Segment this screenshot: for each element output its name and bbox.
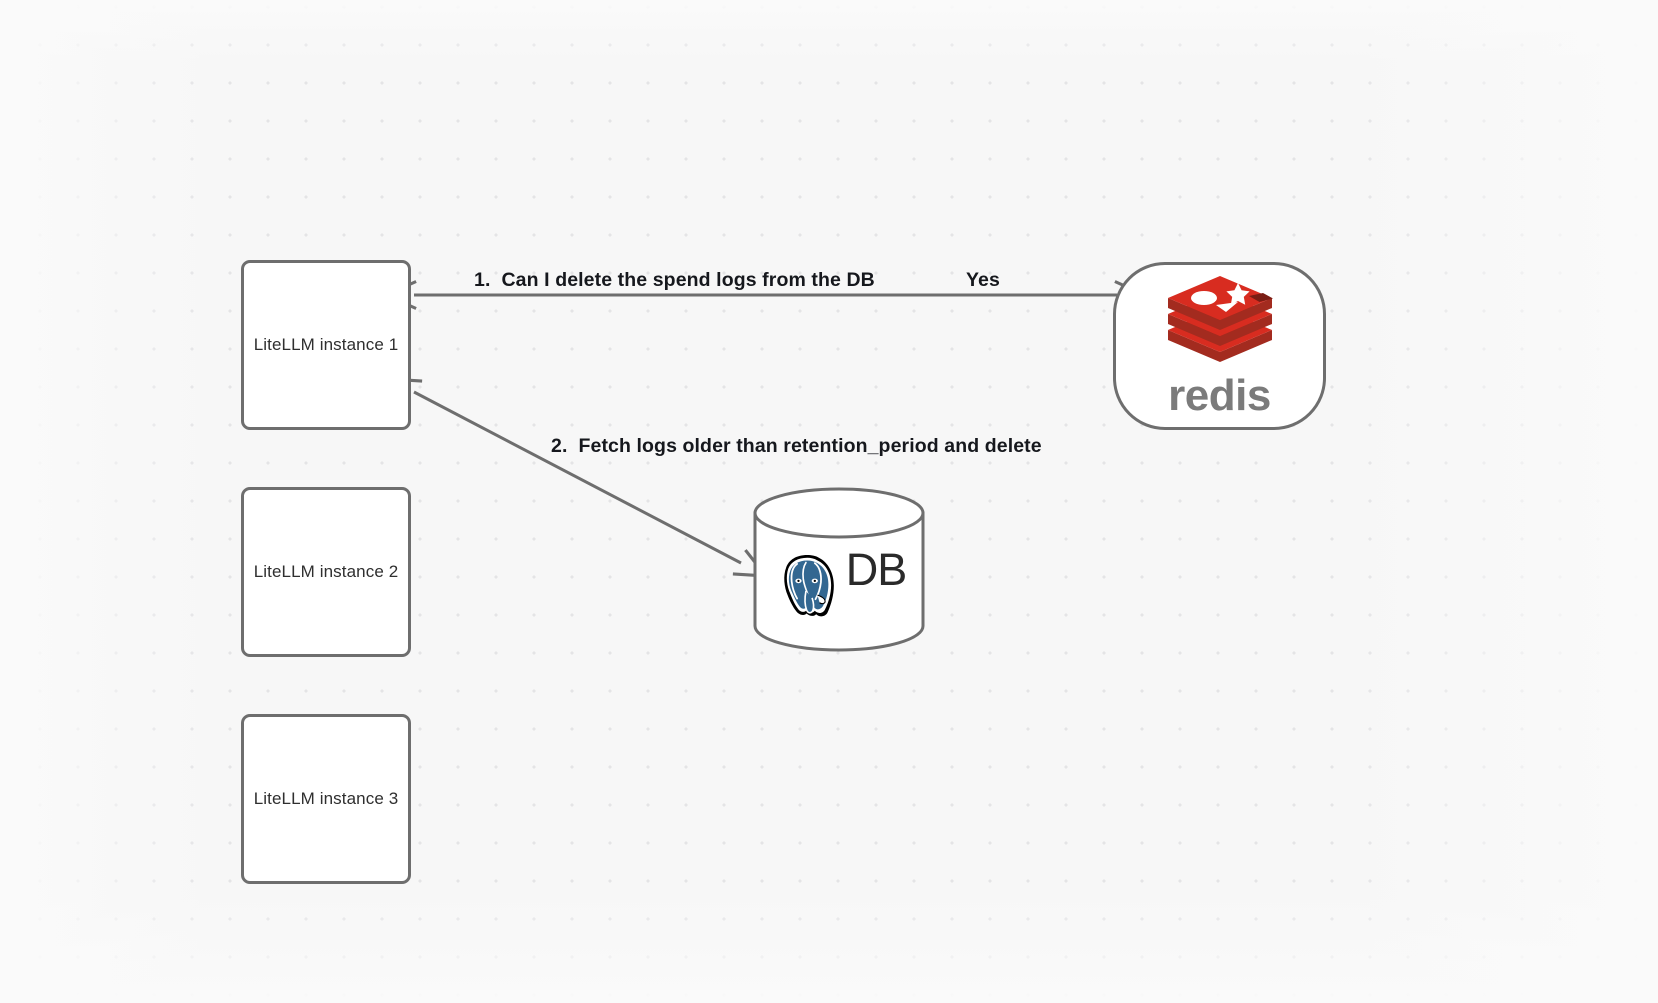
node-redis[interactable]: redis bbox=[1113, 262, 1326, 430]
db-cylinder-shape bbox=[753, 487, 925, 652]
redis-logo-icon bbox=[1167, 276, 1273, 362]
node-db[interactable]: DB bbox=[752, 487, 926, 652]
node-litellm-instance-1[interactable]: LiteLLM instance 1 bbox=[241, 260, 411, 430]
node-litellm-instance-2[interactable]: LiteLLM instance 2 bbox=[241, 487, 411, 657]
redis-wordmark: redis bbox=[1168, 371, 1271, 420]
node-label-litellm-2: LiteLLM instance 2 bbox=[253, 562, 399, 581]
edge-label-1: 1. Can I delete the spend logs from the … bbox=[474, 269, 875, 291]
node-label-litellm-3: LiteLLM instance 3 bbox=[253, 789, 399, 808]
node-litellm-instance-3[interactable]: LiteLLM instance 3 bbox=[241, 714, 411, 884]
edge-litellm1-db[interactable] bbox=[385, 377, 770, 578]
node-label-litellm-1: LiteLLM instance 1 bbox=[253, 335, 399, 354]
edge-label-2: 2. Fetch logs older than retention_perio… bbox=[551, 435, 1042, 457]
edge-label-1-response: Yes bbox=[966, 269, 1000, 291]
